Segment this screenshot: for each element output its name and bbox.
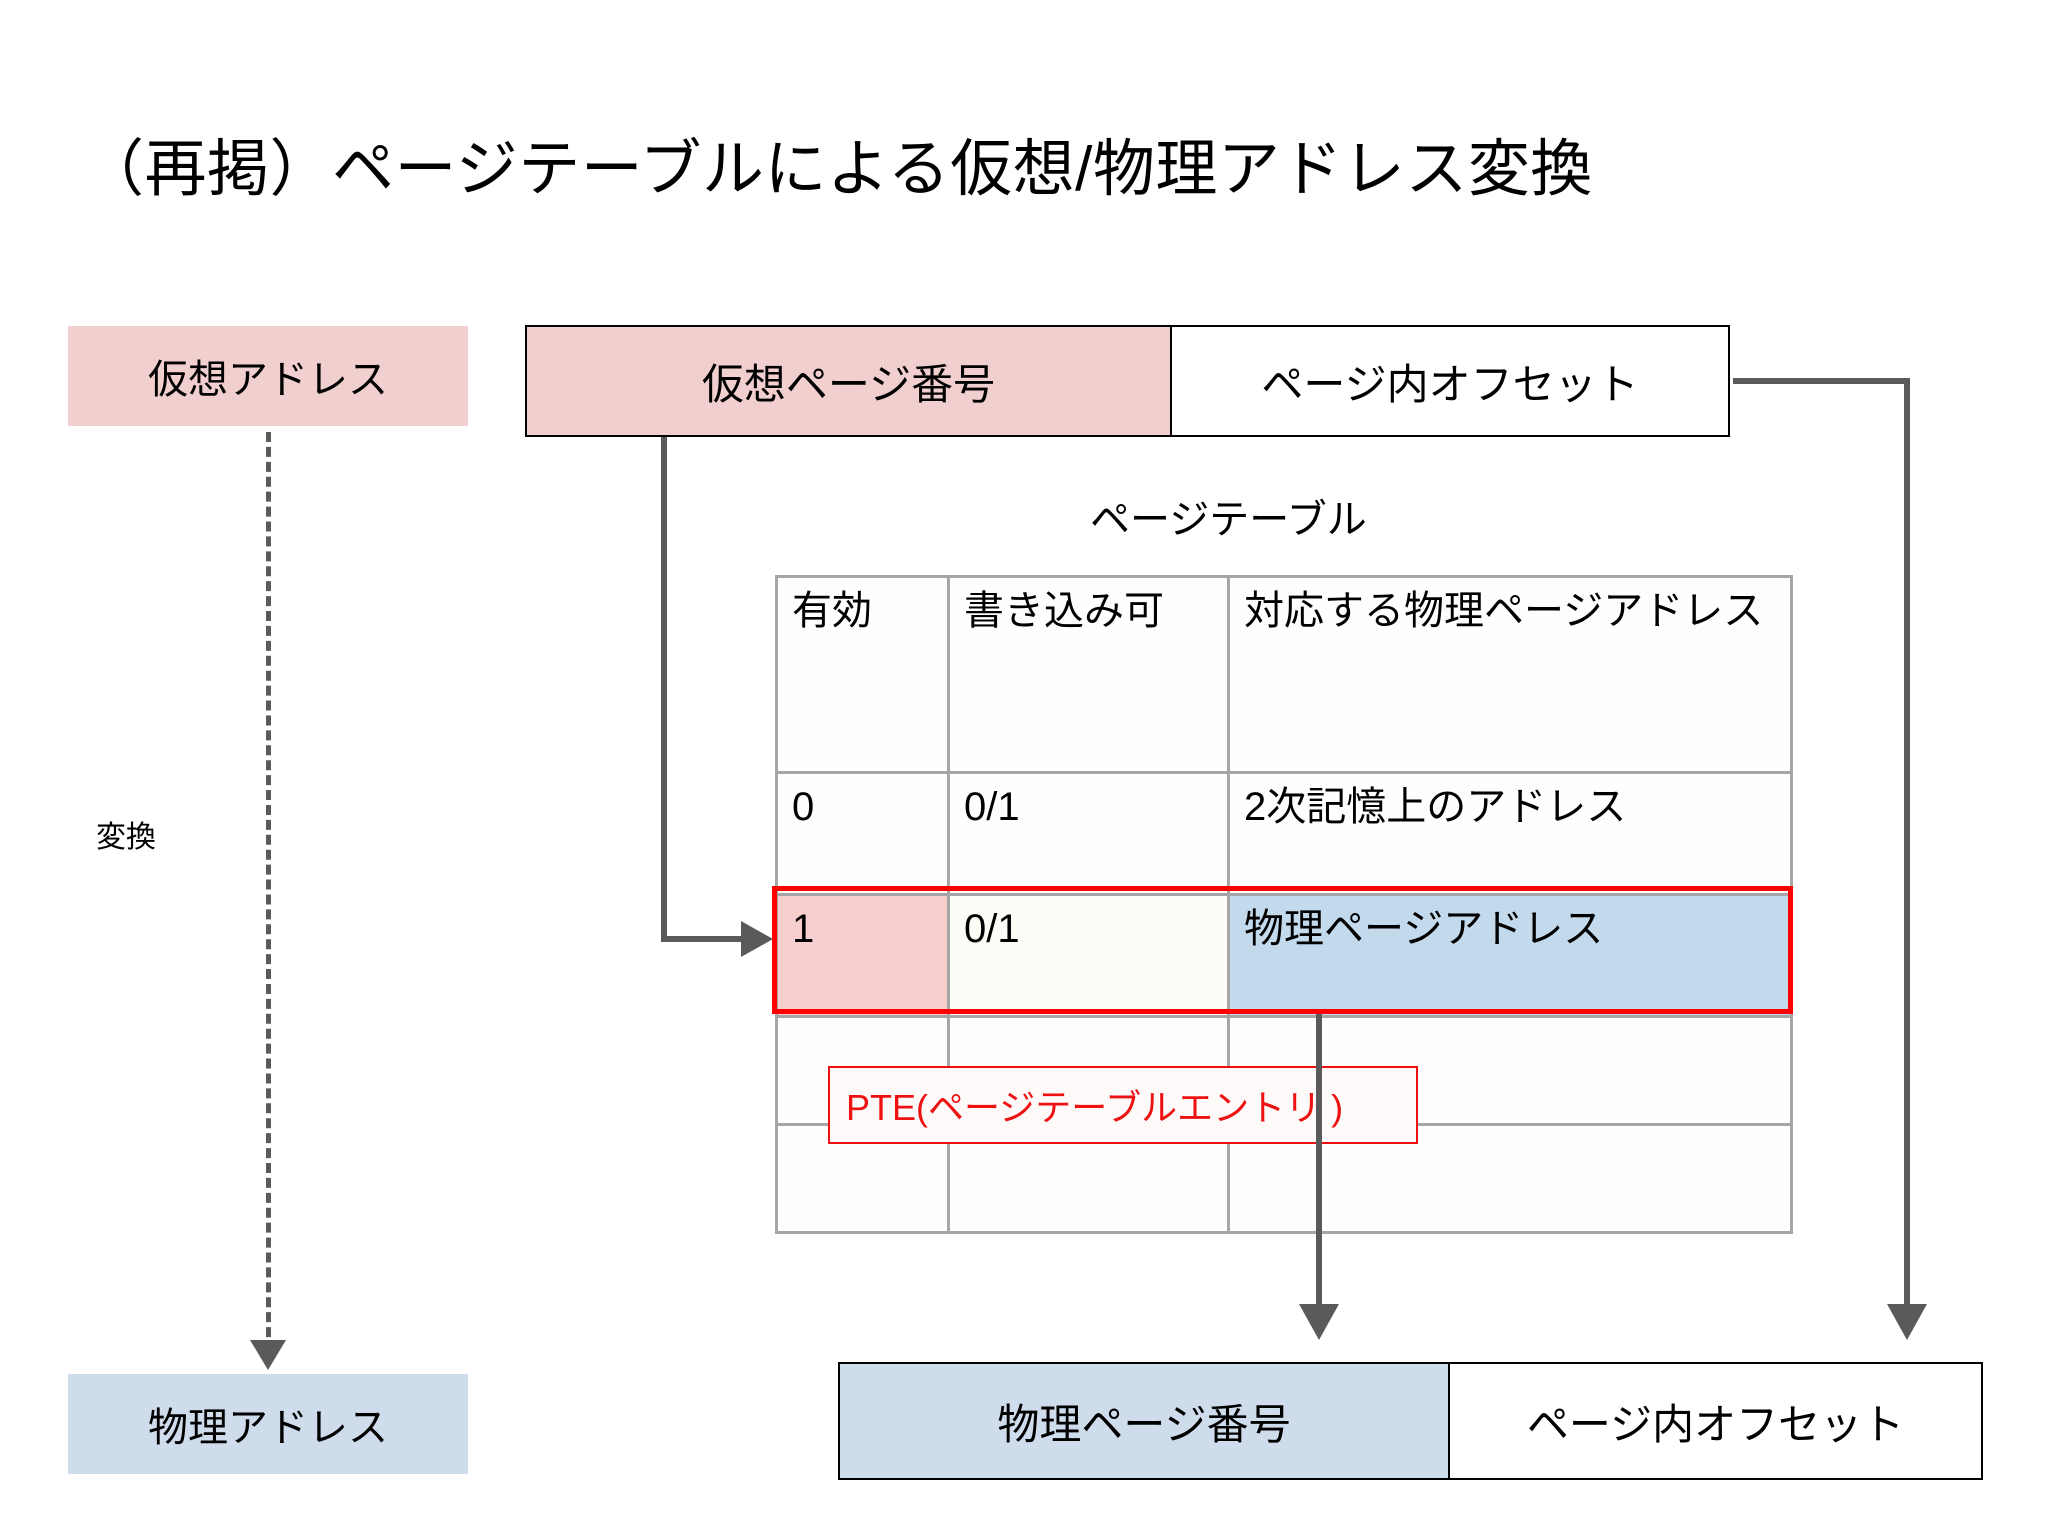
virtual-page-offset-field: ページ内オフセット — [1172, 327, 1728, 435]
physical-page-offset-field: ページ内オフセット — [1450, 1364, 1981, 1478]
legend-physical-address-label: 物理アドレス — [148, 1406, 388, 1450]
virtual-page-offset-label: ページ内オフセット — [1261, 360, 1639, 408]
table-row-highlighted: 1 0/1 物理ページアドレス — [775, 893, 1793, 1018]
offset-arrow-head-icon — [1887, 1304, 1927, 1340]
physical-page-offset-label: ページ内オフセット — [1526, 1400, 1905, 1448]
page-table: 有効 書き込み可 対応する物理ページアドレス 0 0/1 2次記憶上のアドレス … — [775, 575, 1793, 1234]
translate-dashed-line — [266, 432, 271, 1352]
translate-arrow-head-icon — [250, 1340, 286, 1370]
translate-label: 変換 — [96, 821, 156, 854]
table-header-valid: 有効 — [775, 575, 950, 774]
physical-page-number-label: 物理ページ番号 — [997, 1400, 1291, 1448]
pte-callout-label: PTE(ページテーブルエントリ ) — [846, 1087, 1344, 1128]
cell-address: 物理ページアドレス — [1227, 893, 1793, 1018]
virtual-page-number-field: 仮想ページ番号 — [527, 327, 1172, 435]
pte-to-ppn-arrow-head-icon — [1299, 1304, 1339, 1340]
legend-physical-address: 物理アドレス — [68, 1374, 468, 1474]
vpn-to-table-connector-vertical — [661, 437, 667, 942]
offset-connector-horizontal — [1733, 378, 1910, 384]
legend-virtual-address: 仮想アドレス — [68, 326, 468, 426]
virtual-page-number-label: 仮想ページ番号 — [701, 360, 996, 408]
pte-to-ppn-connector-vertical — [1316, 1014, 1322, 1314]
physical-address-bar: 物理ページ番号 ページ内オフセット — [838, 1362, 1983, 1480]
virtual-address-bar: 仮想ページ番号 ページ内オフセット — [525, 325, 1730, 437]
table-row: 0 0/1 2次記憶上のアドレス — [775, 771, 1793, 896]
legend-virtual-address-label: 仮想アドレス — [148, 358, 388, 402]
cell-writable: 0/1 — [947, 771, 1230, 896]
table-header-writable: 書き込み可 — [947, 575, 1230, 774]
cell-address: 2次記憶上のアドレス — [1227, 771, 1793, 896]
table-header-address: 対応する物理ページアドレス — [1227, 575, 1793, 774]
cell-writable: 0/1 — [947, 893, 1230, 1018]
cell-valid: 1 — [775, 893, 950, 1018]
offset-connector-vertical — [1904, 378, 1910, 1314]
physical-page-number-field: 物理ページ番号 — [840, 1364, 1450, 1478]
pte-callout: PTE(ページテーブルエントリ ) — [828, 1066, 1418, 1144]
cell-valid: 0 — [775, 771, 950, 896]
table-header-row: 有効 書き込み可 対応する物理ページアドレス — [775, 575, 1793, 774]
page-title: （再掲）ページテーブルによる仮想/物理アドレス変換 — [82, 135, 1593, 204]
page-table-caption: ページテーブル — [1090, 498, 1367, 542]
vpn-to-table-connector-horizontal — [661, 936, 747, 942]
vpn-to-table-arrow-head-icon — [741, 921, 773, 957]
